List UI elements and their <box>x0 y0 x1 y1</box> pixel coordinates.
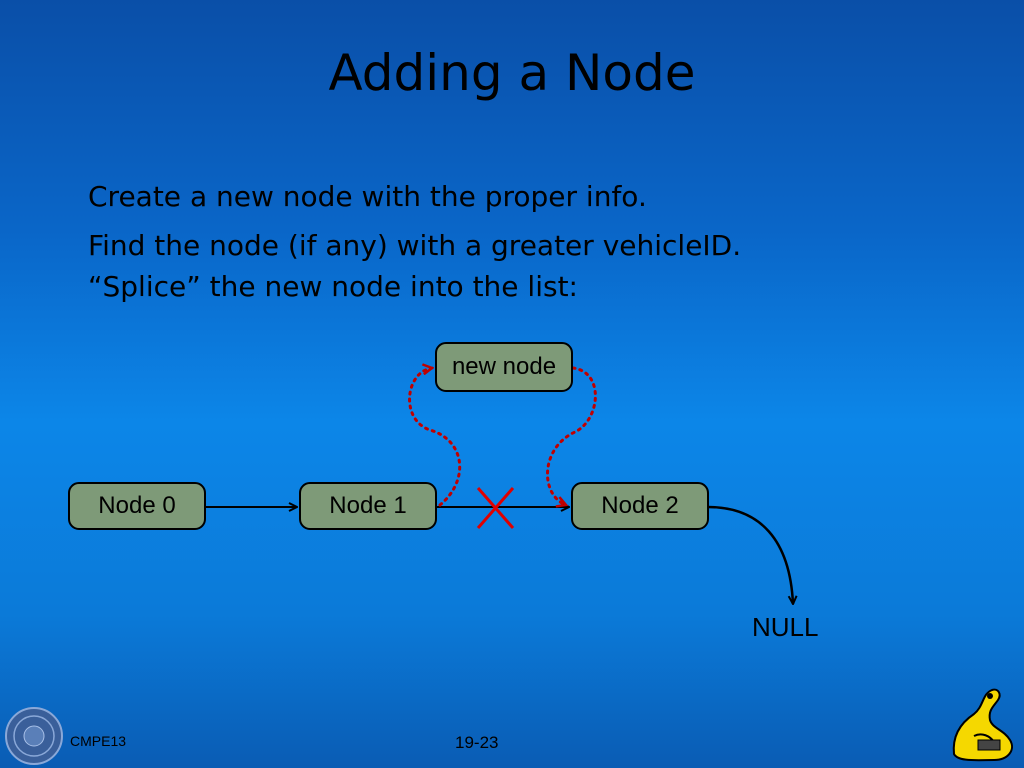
university-seal-icon <box>5 707 63 765</box>
node-1: Node 1 <box>299 482 437 530</box>
bullet-create-node: Create a new node with the proper info. <box>88 180 647 213</box>
splice-arrow-node1-to-new-node <box>408 368 462 507</box>
new-node: new node <box>435 342 573 392</box>
bullet-splice: “Splice” the new node into the list: <box>88 270 578 303</box>
node-0: Node 0 <box>68 482 206 530</box>
course-label: CMPE13 <box>70 733 127 749</box>
bullet-find-node: Find the node (if any) with a greater ve… <box>88 229 742 262</box>
null-label: NULL <box>752 612 819 642</box>
banana-slug-mascot-icon <box>952 688 1013 762</box>
slide-title: Adding a Node <box>328 44 696 102</box>
page-number: 19-23 <box>455 733 499 752</box>
splice-arrow-new-node-to-node2 <box>546 366 597 505</box>
node-2: Node 2 <box>571 482 709 530</box>
cross-mark <box>476 487 515 529</box>
arrow-node2-to-null <box>707 505 793 604</box>
